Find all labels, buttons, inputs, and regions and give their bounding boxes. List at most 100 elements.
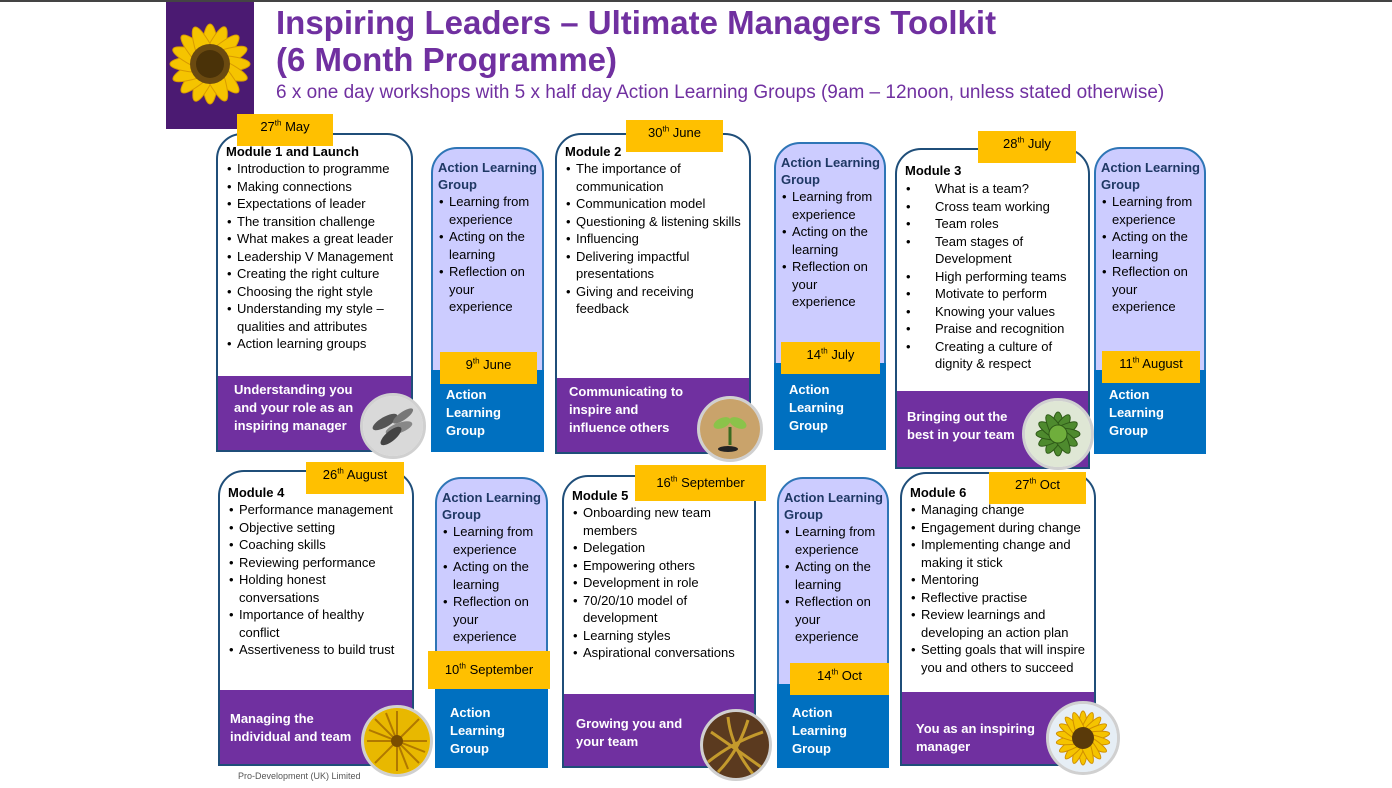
list-item: Engagement during change [910,519,1088,537]
footer-line: influence others [569,420,670,435]
footer-line: manager [916,739,971,754]
alg-4-date: 10th September [428,651,550,689]
list-item: Learning styles [572,627,748,645]
list-item: The importance of communication [565,160,743,195]
company-credit: Pro-Development (UK) Limited [238,771,361,781]
module-5-card: Module 5 Onboarding new team members Del… [562,475,756,696]
list-item: Learning from experience [781,188,880,223]
list-item: Creating a culture of dignity & respect [905,338,1082,373]
dried-stems-image [700,709,772,781]
alg-5-footer: Action Learning Group [777,684,889,768]
list-item: Mentoring [910,571,1088,589]
list-item: Learning from experience [784,523,883,558]
module-1-date: 27th May [237,114,333,146]
footer-line: Growing you and [576,716,683,731]
module-3-date: 28th July [978,131,1076,163]
list-item: Understanding my style – qualities and a… [226,300,405,335]
list-item: Onboarding new team members [572,504,748,539]
list-item: Delegation [572,539,748,557]
list-item: Development in role [572,574,748,592]
alg-title: Action Learning Group [784,490,883,522]
module-title: Module 1 and Launch [226,144,359,159]
list-item: Learning from experience [438,193,538,228]
module-4-card: Module 4 Performance management Objectiv… [218,470,414,692]
alg-1-card: Action Learning Group Learning from expe… [431,147,544,372]
alg-topic-list: Learning from experience Acting on the l… [438,193,538,316]
footer-line: inspire and [569,402,639,417]
alg-topic-list: Learning from experience Acting on the l… [784,523,883,646]
footer-line: Bringing out the [907,409,1008,424]
sunflower-seeds-image [360,393,426,459]
module-title: Module 3 [905,163,962,178]
sunflower-closeup-image [361,705,433,777]
list-item: Influencing [565,230,743,248]
footer-line: You as an inspiring [916,721,1035,736]
list-item: Reflection on your experience [781,258,880,311]
alg-title: Action Learning Group [442,490,541,522]
list-item: Coaching skills [228,536,406,554]
list-item: Reviewing performance [228,554,406,572]
module-topic-list: Managing change Engagement during change… [910,501,1088,676]
alg-1-date: 9th June [440,352,537,384]
alg-topic-list: Learning from experience Acting on the l… [442,523,542,646]
alg-3-card: Action Learning Group Learning from expe… [1094,147,1206,372]
list-item: Acting on the learning [784,558,883,593]
module-4-date: 26th August [306,462,404,494]
module-title: Module 2 [565,144,622,159]
list-item: Creating the right culture [226,265,405,283]
module-topic-list: The importance of communication Communic… [565,160,743,318]
page-title: Inspiring Leaders – Ultimate Managers To… [276,4,1376,78]
module-2-card: Module 2 The importance of communication… [555,133,751,380]
module-topic-list: Introduction to programme Making connect… [226,160,405,353]
page-subtitle: 6 x one day workshops with 5 x half day … [276,82,1165,103]
module-title: Module 6 [910,485,967,500]
module-title: Module 4 [228,485,285,500]
alg-topic-list: Learning from experience Acting on the l… [1101,193,1200,316]
alg-2-footer: Action Learning Group [774,363,886,450]
alg-3-date: 11th August [1102,351,1200,383]
list-item: Managing change [910,501,1088,519]
list-item: Objective setting [228,519,406,537]
sunflower-bud-image [1022,398,1094,470]
list-item: Team stages of Development [905,233,1082,268]
footer-line: best in your team [907,427,1015,442]
list-item: Team roles [905,215,1082,233]
list-item: Giving and receiving feedback [565,283,743,318]
list-item: Reflection on your experience [438,263,538,316]
footer-line: Managing the [230,711,314,726]
list-item: Acting on the learning [781,223,880,258]
module-topic-list: Performance management Objective setting… [228,501,406,659]
sunflower-logo-image [166,2,254,129]
footer-line: inspiring manager [234,418,347,433]
list-item: 70/20/10 model of development [572,592,748,627]
alg-5-card: Action Learning Group Learning from expe… [777,477,889,692]
module-1-card: Module 1 and Launch Introduction to prog… [216,133,413,378]
list-item: Importance of healthy conflict [228,606,406,641]
list-item: What is a team? [905,180,1082,198]
list-item: Acting on the learning [442,558,542,593]
alg-topic-list: Learning from experience Acting on the l… [781,188,880,311]
title-line-1: Inspiring Leaders – Ultimate Managers To… [276,4,997,41]
seedling-image [697,396,763,462]
module-5-date: 16th September [635,465,766,501]
list-item: Performance management [228,501,406,519]
list-item: Motivate to perform [905,285,1082,303]
list-item: Learning from experience [1101,193,1200,228]
footer-line: Communicating to [569,384,684,399]
module-topic-list: What is a team? Cross team working Team … [905,180,1082,373]
alg-4-footer: Action Learning Group [435,689,548,768]
list-item: Knowing your values [905,303,1082,321]
list-item: Implementing change and making it stick [910,536,1088,571]
list-item: Empowering others [572,557,748,575]
alg-2-date: 14th July [781,342,880,374]
list-item: Learning from experience [442,523,542,558]
list-item: Action learning groups [226,335,405,353]
list-item: Praise and recognition [905,320,1082,338]
list-item: Cross team working [905,198,1082,216]
list-item: Expectations of leader [226,195,405,213]
list-item: Communication model [565,195,743,213]
list-item: High performing teams [905,268,1082,286]
list-item: Choosing the right style [226,283,405,301]
list-item: Holding honest conversations [228,571,406,606]
module-6-card: Module 6 Managing change Engagement duri… [900,472,1096,694]
